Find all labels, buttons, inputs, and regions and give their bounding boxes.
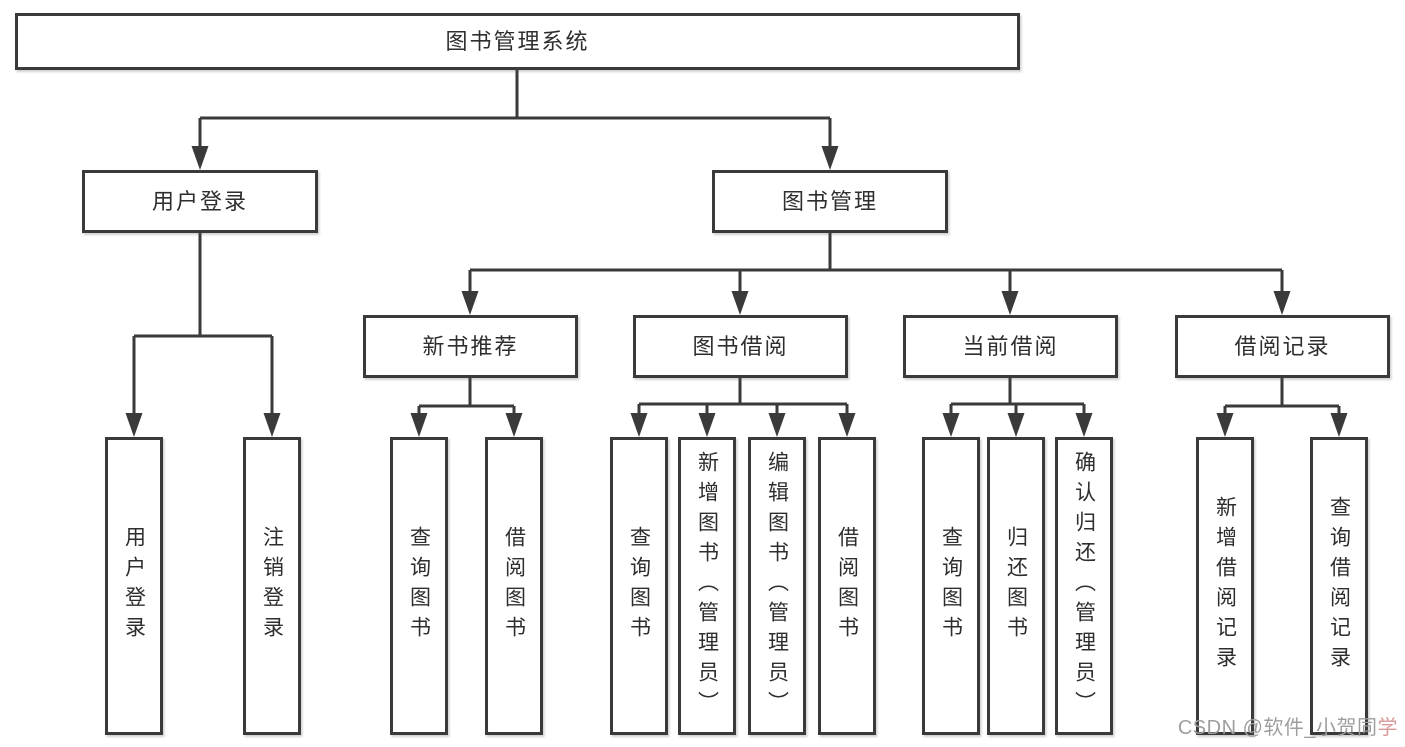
node-label: 查询图书 [407,526,431,646]
node-label: 用户登录 [151,188,248,214]
arrowhead [731,291,749,315]
arrowhead [125,413,143,437]
arrowheads [125,146,1348,437]
connector-book-borrowing-children [637,378,849,418]
leaf-borrowing-query-books: 查询图书 [610,437,668,735]
connector-user-login-children [132,233,274,417]
leaf-records-add-borrow-record: 新增借阅记录 [1196,437,1254,735]
arrowhead [191,146,209,170]
arrowhead [410,413,428,437]
node-label: 用户登录 [122,526,146,646]
node-label: 查询图书 [939,526,963,646]
leaf-records-query-borrow-record: 查询借阅记录 [1310,437,1368,735]
arrowhead [942,413,960,437]
arrowhead [698,413,716,437]
leaf-current-query-books: 查询图书 [922,437,980,735]
arrowhead [263,413,281,437]
leaf-current-confirm-return-admin: 确认归还（管理员） [1055,437,1113,735]
leaf-borrowing-borrow-books: 借阅图书 [818,437,876,735]
leaf-newbook-query-books: 查询图书 [390,437,448,735]
arrowhead [1330,413,1348,437]
connector-book-management-children [468,233,1284,295]
leaf-borrowing-edit-books-admin: 编辑图书（管理员） [748,437,806,735]
node-label: 新书推荐 [422,333,519,359]
arrowhead [821,146,839,170]
leaf-logout-login: 注销登录 [243,437,301,735]
node-label: 归还图书 [1004,526,1028,646]
node-current-borrowing: 当前借阅 [903,315,1118,378]
csdn-watermark: CSDN @软件_小贺同学 [1178,711,1398,740]
arrowhead [630,413,648,437]
node-label: 借阅图书 [502,526,526,646]
node-label: 查询图书 [627,526,651,646]
node-label: 借阅图书 [835,526,859,646]
arrowhead [1075,413,1093,437]
arrowhead [461,291,479,315]
watermark-text-tail: 学 [1377,717,1398,739]
node-book-borrowing: 图书借阅 [633,315,848,378]
node-label: 借阅记录 [1234,333,1331,359]
node-user-login: 用户登录 [82,170,318,233]
connector-new-book-children [417,378,516,418]
node-label: 当前借阅 [962,333,1059,359]
node-library-management-system: 图书管理系统 [15,13,1020,70]
arrowhead [1273,291,1291,315]
connector-root-to-level2 [198,70,832,150]
arrowhead [838,413,856,437]
arrowhead [1216,413,1234,437]
node-label: 图书管理 [781,188,878,214]
node-label: 查询借阅记录 [1327,496,1351,676]
arrowhead [1007,413,1025,437]
node-label: 图书管理系统 [445,28,590,54]
node-book-management: 图书管理 [712,170,948,233]
node-label: 编辑图书（管理员） [765,451,789,721]
leaf-borrowing-add-books-admin: 新增图书（管理员） [678,437,736,735]
arrowhead [1001,291,1019,315]
node-label: 注销登录 [260,526,284,646]
leaf-user-login: 用户登录 [105,437,163,735]
arrowhead [768,413,786,437]
node-label: 新增图书（管理员） [695,451,719,721]
node-new-book-recommend: 新书推荐 [363,315,578,378]
connector-lines [132,70,1341,418]
arrowhead [505,413,523,437]
leaf-newbook-borrow-books: 借阅图书 [485,437,543,735]
node-label: 图书借阅 [692,333,789,359]
connector-current-borrowing-children [949,378,1086,418]
connector-borrowing-records-children [1223,378,1341,418]
node-label: 新增借阅记录 [1213,496,1237,676]
watermark-text: CSDN @软件_小贺同 [1177,717,1378,739]
node-borrowing-records: 借阅记录 [1175,315,1390,378]
leaf-current-return-books: 归还图书 [987,437,1045,735]
node-label: 确认归还（管理员） [1072,451,1096,721]
